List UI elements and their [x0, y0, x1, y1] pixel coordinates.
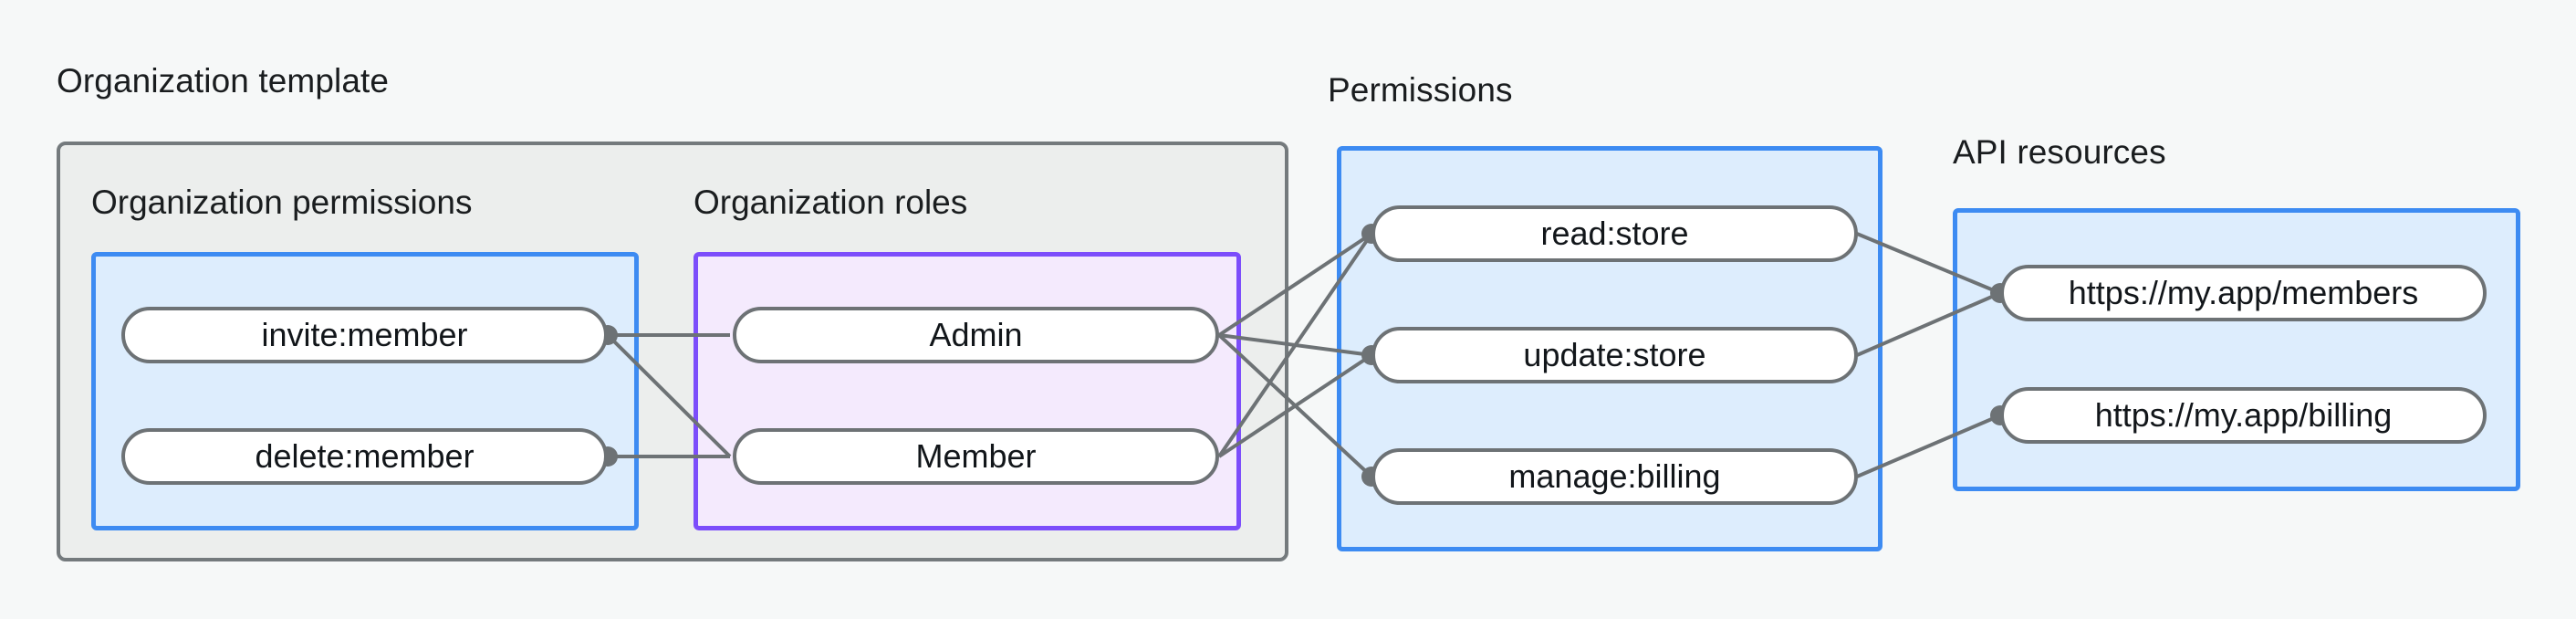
api-resources-label: API resources	[1953, 133, 2166, 171]
permissions-label: Permissions	[1328, 71, 1513, 109]
organization-roles-label: Organization roles	[694, 184, 968, 221]
node-update-store[interactable]: update:store	[1371, 327, 1858, 383]
node-billing-resource[interactable]: https://my.app/billing	[2000, 387, 2487, 444]
api-resources-panel	[1953, 208, 2520, 491]
organization-roles-panel	[694, 252, 1241, 530]
node-read-store[interactable]: read:store	[1371, 205, 1858, 262]
node-manage-billing[interactable]: manage:billing	[1371, 448, 1858, 505]
node-members-resource[interactable]: https://my.app/members	[2000, 265, 2487, 321]
node-member[interactable]: Member	[733, 428, 1219, 485]
organization-template-label: Organization template	[57, 62, 390, 100]
node-invite-member[interactable]: invite:member	[121, 307, 608, 363]
node-delete-member[interactable]: delete:member	[121, 428, 608, 485]
organization-permissions-label: Organization permissions	[91, 184, 473, 221]
organization-permissions-panel	[91, 252, 639, 530]
node-admin[interactable]: Admin	[733, 307, 1219, 363]
